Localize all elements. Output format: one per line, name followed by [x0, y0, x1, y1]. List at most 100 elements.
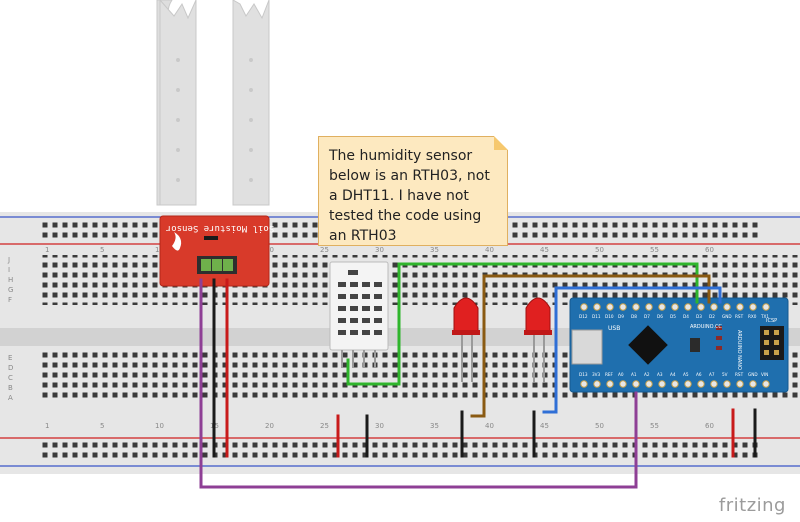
nano-pin: [632, 303, 640, 311]
wire-purple: [199, 278, 638, 489]
nano-pin: [606, 380, 614, 388]
nano-pin: [619, 380, 627, 388]
nano-pin-label: GND: [722, 314, 732, 319]
column-number: 55: [650, 422, 659, 430]
flame-logo-icon: [172, 232, 182, 251]
column-number: 35: [430, 246, 439, 254]
arduino-brand: ARDUINO.CC: [690, 324, 722, 330]
nano-pin: [697, 380, 705, 388]
nano-pin-label: D13: [579, 372, 588, 377]
wire-brown: [470, 274, 711, 418]
nano-pin: [749, 380, 757, 388]
column-number: 1: [45, 246, 49, 254]
column-number: 30: [375, 422, 384, 430]
nano-pin-label: D2: [709, 314, 715, 319]
column-number: 50: [595, 422, 604, 430]
nano-pin-label: VIN: [761, 372, 768, 377]
nano-pin-label: 3V3: [592, 372, 601, 377]
usb-label: USB: [608, 325, 620, 332]
nano-pin: [723, 303, 731, 311]
icsp-header: [760, 326, 784, 360]
column-number: 30: [375, 246, 384, 254]
usb-connector: [571, 329, 603, 365]
column-number: 60: [705, 246, 714, 254]
nano-pin-label: GND: [748, 372, 758, 377]
nano-pin: [710, 303, 718, 311]
column-number: 25: [320, 422, 329, 430]
row-letter: D: [8, 364, 13, 372]
nano-pin-label: A7: [709, 372, 715, 377]
nano-pin: [684, 303, 692, 311]
nano-pin-label: RX0: [748, 314, 757, 319]
wire-blue: [542, 286, 722, 414]
row-letter: F: [8, 296, 12, 304]
nano-pin: [762, 380, 770, 388]
row-letter: H: [8, 276, 13, 284]
row-letter: A: [8, 394, 13, 402]
note-line: below is an RTH03, not: [329, 168, 490, 184]
nano-pin-label: A4: [670, 372, 676, 377]
humidity-sensor: [329, 261, 389, 368]
nano-pin: [658, 380, 666, 388]
column-number: 55: [650, 246, 659, 254]
nano-pin: [645, 380, 653, 388]
nano-pin: [723, 380, 731, 388]
nano-pin-label: D12: [579, 314, 588, 319]
nano-pin-label: A0: [618, 372, 624, 377]
annotation-note: The humidity sensor below is an RTH03, n…: [318, 136, 508, 246]
icsp-label: ICSP: [766, 318, 777, 324]
column-number: 40: [485, 422, 494, 430]
nano-pin: [593, 380, 601, 388]
nano-pin-label: RST: [735, 372, 744, 377]
nano-pin: [736, 303, 744, 311]
column-number: 45: [540, 422, 549, 430]
row-letter: B: [8, 384, 13, 392]
nano-pin: [671, 303, 679, 311]
column-number: 35: [430, 422, 439, 430]
nano-pin: [645, 303, 653, 311]
row-letter: J: [7, 256, 10, 264]
led-1: [452, 297, 480, 382]
nano-pin-label: D9: [618, 314, 624, 319]
column-number: 5: [100, 422, 104, 430]
nano-pin: [580, 303, 588, 311]
row-letter: E: [8, 354, 12, 362]
column-number: 60: [705, 422, 714, 430]
soil-moisture-sensor-board: Soil Moisture Sensor: [159, 215, 274, 287]
led-2: [524, 297, 552, 382]
nano-pin-label: A5: [683, 372, 689, 377]
nano-pin: [606, 303, 614, 311]
nano-pin-label: D3: [696, 314, 702, 319]
bottom-power-rail: [40, 442, 760, 462]
nano-pin: [619, 303, 627, 311]
fritzing-logo: fritzing: [718, 495, 786, 516]
nano-pin: [593, 303, 601, 311]
nano-pin: [658, 303, 666, 311]
row-letter: G: [8, 286, 13, 294]
column-number: 5: [100, 246, 104, 254]
column-number: 10: [155, 422, 164, 430]
note-line: The humidity sensor: [329, 148, 473, 164]
row-letter: C: [8, 374, 13, 382]
nano-pin-label: A6: [696, 372, 702, 377]
nano-pin-label: A3: [657, 372, 663, 377]
note-line: an RTH03: [329, 228, 397, 244]
column-number: 25: [320, 246, 329, 254]
wire-green: [346, 262, 699, 386]
column-number: 50: [595, 246, 604, 254]
arduino-model: ARDUINO NANO: [736, 330, 742, 370]
nano-pin: [684, 380, 692, 388]
nano-pin-label: REF: [605, 372, 614, 377]
column-number: 40: [485, 246, 494, 254]
nano-pin: [736, 380, 744, 388]
nano-pin-label: D4: [683, 314, 689, 319]
nano-pin-label: D7: [644, 314, 650, 319]
soil-sensor-label: Soil Moisture Sensor: [165, 223, 274, 233]
nano-pin-label: D8: [631, 314, 637, 319]
nano-pin-label: D10: [605, 314, 614, 319]
wires: [199, 262, 757, 489]
note-text: The humidity sensor below is an RTH03, n…: [329, 146, 505, 246]
column-number: 45: [540, 246, 549, 254]
